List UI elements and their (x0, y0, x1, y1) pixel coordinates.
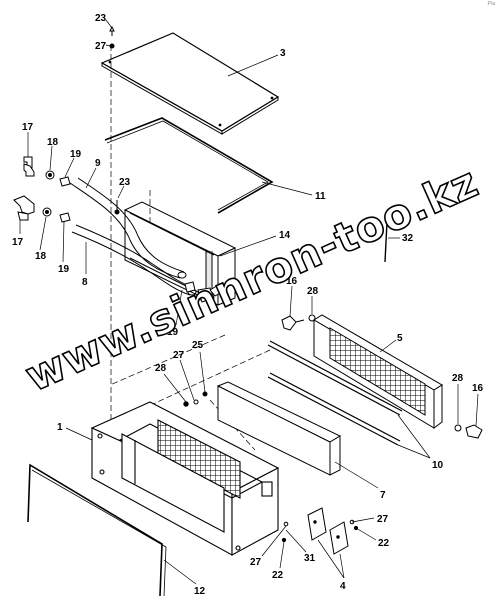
callout-23-mid: 23 (119, 177, 131, 188)
front-grille (313, 314, 443, 429)
washer-27-bottom (283, 521, 289, 527)
callout-18-lower: 18 (35, 251, 47, 262)
callout-25: 25 (192, 340, 204, 351)
callout-22-bottom: 22 (272, 570, 284, 581)
callout-labels: 23 27 3 17 18 19 9 23 11 17 18 19 8 14 3… (12, 13, 484, 597)
callout-12: 12 (194, 586, 206, 597)
corner-mark: P/a (487, 1, 495, 7)
washer-27 (193, 399, 199, 405)
callout-17-upper: 17 (22, 122, 34, 133)
callout-11: 11 (315, 191, 326, 202)
callout-17-lower: 17 (12, 237, 24, 248)
filter-panel (216, 381, 342, 476)
callout-10: 10 (432, 460, 444, 471)
callout-1: 1 (57, 422, 63, 433)
callout-27-housing: 27 (173, 350, 185, 361)
callout-3: 3 (280, 48, 286, 59)
washer-upper (45, 170, 55, 180)
callout-19-exchanger: 19 (167, 327, 179, 338)
leader-lines (19, 19, 479, 585)
knob-upper (281, 315, 305, 331)
washer-lower (42, 207, 52, 217)
callout-28-housing: 28 (155, 363, 167, 374)
washer-28-upper (308, 314, 316, 322)
callout-28-upper: 28 (307, 286, 319, 297)
callout-19-upper: 19 (70, 149, 82, 160)
callout-19-lower: 19 (58, 264, 70, 275)
elbow-fitting-upper (23, 156, 35, 177)
bottom-gasket (27, 463, 167, 597)
washer-28-lower (454, 424, 462, 432)
callout-5: 5 (397, 333, 403, 344)
callout-7: 7 (380, 490, 386, 501)
callout-16-right: 16 (472, 383, 484, 394)
callout-22-plate: 22 (378, 538, 390, 549)
callout-9: 9 (95, 158, 101, 169)
cover-plate-a (307, 507, 327, 541)
top-cover-plate (100, 32, 280, 135)
callout-18-upper: 18 (47, 137, 59, 148)
elbow-fitting-lower (13, 195, 35, 221)
callout-27-top: 27 (95, 41, 107, 52)
callout-28-right: 28 (452, 373, 464, 384)
callout-14: 14 (279, 230, 291, 241)
screw-22-bottom (281, 537, 287, 543)
rods (267, 340, 403, 446)
screw-28 (183, 401, 189, 407)
callout-4: 4 (340, 581, 346, 592)
housing (90, 401, 280, 556)
exchanger-fittings (184, 281, 226, 303)
top-washer (109, 43, 115, 49)
callout-23-top: 23 (95, 13, 107, 24)
callout-27-plate: 27 (377, 514, 389, 525)
sensor-probe (384, 221, 388, 263)
callout-8: 8 (82, 277, 88, 288)
knob-lower (465, 424, 483, 439)
callout-31: 31 (304, 553, 316, 564)
nut-lower (59, 212, 71, 223)
cover-plate-b (329, 521, 349, 555)
top-screw (109, 25, 115, 36)
callout-27-bottom: 27 (250, 557, 262, 568)
screw-25 (202, 391, 208, 397)
callout-16-upper: 16 (286, 276, 298, 287)
callout-32: 32 (402, 233, 414, 244)
nut-upper (59, 176, 71, 187)
gasket-frame (104, 117, 274, 214)
pipe-9 (69, 177, 187, 279)
